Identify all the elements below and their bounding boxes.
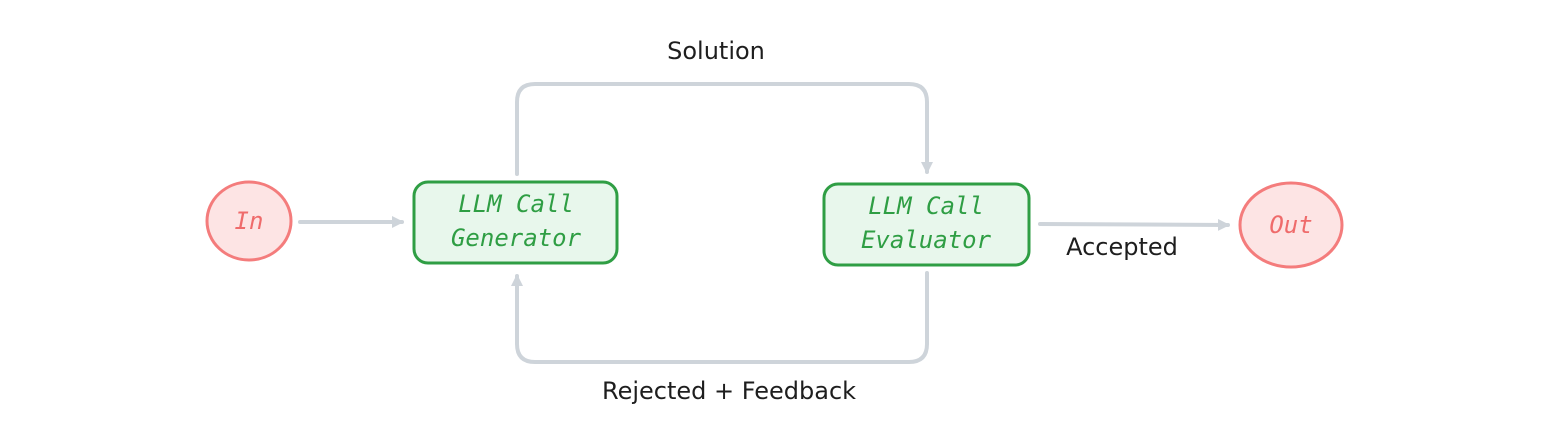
- output-node-label: Out: [1269, 211, 1312, 239]
- evaluator-node-subtitle: Evaluator: [861, 226, 992, 254]
- evaluator-node: LLM Call Evaluator: [822, 182, 1031, 267]
- edge-evaluator-to-generator: [511, 271, 929, 364]
- input-node-shape: [205, 180, 293, 262]
- feedback-edge-label: Rejected + Feedback: [602, 377, 856, 405]
- accepted-edge-label: Accepted: [1066, 233, 1178, 261]
- evaluator-node-shape: [822, 182, 1031, 267]
- evaluator-node-title: LLM Call: [868, 192, 984, 220]
- output-node-shape: [1238, 181, 1344, 269]
- generator-node-title: LLM Call: [458, 190, 574, 218]
- output-node: Out: [1238, 181, 1344, 269]
- input-node: In: [205, 180, 293, 262]
- generator-node-subtitle: Generator: [451, 224, 582, 252]
- solution-edge-label: Solution: [667, 37, 765, 65]
- edge-generator-to-evaluator: [515, 82, 933, 176]
- generator-node: LLM Call Generator: [412, 180, 619, 265]
- generator-node-shape: [412, 180, 619, 265]
- input-node-label: In: [235, 207, 264, 235]
- edge-evaluator-to-out: [1038, 218, 1230, 231]
